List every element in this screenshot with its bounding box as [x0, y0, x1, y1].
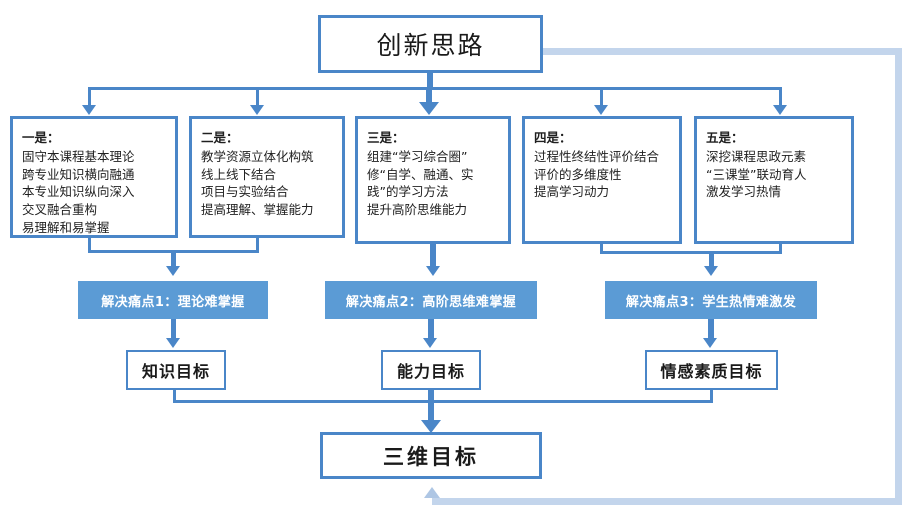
item-2-line-3: 项目与实验结合 [201, 184, 289, 200]
goal-1-stem [171, 319, 176, 341]
merge-stem-item-1 [88, 238, 91, 252]
item-1-line-4: 交叉融合重构 [22, 202, 98, 217]
page-title: 创新思路 [376, 31, 485, 60]
pain-point-3-label: 解决痛点3：学生热情难激发 [625, 294, 797, 310]
item-5-line-1: 深挖课程思政元素 [706, 148, 807, 164]
branch-arrow-4-icon [594, 105, 608, 115]
item-3-line-2: 修“自学、融通、实 [367, 166, 474, 182]
branch-arrow-1-icon [82, 105, 96, 115]
goal-box-3: 情感素质目标 [645, 350, 778, 390]
item-3-line-3: 践”的学习方法 [367, 184, 449, 200]
item-1-line-1: 固守本课程基本理论 [22, 148, 135, 164]
item-4-line-3: 提高学习动力 [534, 184, 610, 200]
item-2-line-2: 线上线下结合 [201, 166, 277, 182]
goal-box-2: 能力目标 [381, 350, 481, 390]
title-box: 创新思路 [318, 15, 543, 73]
pain-point-bar-1: 解决痛点1：理论难掌握 [78, 281, 268, 319]
item-5-line-3: 激发学习热情 [706, 184, 782, 200]
branch-arrow-2-icon [250, 105, 264, 115]
item-3-line-4: 提升高阶思维能力 [367, 202, 468, 217]
goal-box-1: 知识目标 [126, 350, 226, 390]
goal-2-arrow-icon [423, 338, 437, 348]
merge-bar-pain-3 [600, 251, 782, 254]
item-box-5: 五是： 深挖课程思政元素 “三课堂”联动育人 激发学习热情 [694, 116, 854, 244]
branch-stem-3 [426, 87, 432, 105]
pain-point-2-label: 解决痛点2：高阶思维难掌握 [345, 294, 517, 310]
item-box-1: 一是： 固守本课程基本理论 跨专业知识横向融通 本专业知识纵向深入 交叉融合重构… [10, 116, 178, 238]
item-5-heading: 五是： [706, 130, 744, 145]
goal-3-stem [708, 319, 714, 341]
item-5-line-2: “三课堂”联动育人 [706, 166, 807, 182]
item-4-line-1: 过程性终结性评价结合 [534, 148, 660, 164]
item-1-heading: 一是： [22, 130, 60, 145]
item-box-2: 二是： 教学资源立体化构筑 线上线下结合 项目与实验结合 提高理解、掌握能力 [189, 116, 345, 238]
pain-point-bar-2: 解决痛点2：高阶思维难掌握 [325, 281, 537, 319]
branch-stem-1 [88, 87, 91, 107]
item-3-line-1: 组建“学习综合圈” [367, 148, 468, 164]
distribution-bar-connector [90, 87, 782, 90]
merge-stem-item-4 [600, 244, 603, 253]
pain-1-stem [171, 250, 176, 269]
pain-3-stem [709, 251, 714, 269]
feedback-loop-right-segment [895, 48, 902, 505]
final-merge-stem-3 [710, 390, 713, 402]
item-4-line-2: 评价的多维度性 [534, 166, 622, 182]
merge-stem-item-5 [779, 244, 782, 253]
final-arrow-icon [421, 420, 441, 433]
item-3-heading: 三是： [367, 130, 405, 145]
goal-1-arrow-icon [166, 338, 180, 348]
item-2-line-1: 教学资源立体化构筑 [201, 148, 314, 164]
pain-3-arrow-icon [704, 266, 718, 276]
branch-stem-2 [256, 87, 259, 107]
goal-2-label: 能力目标 [396, 362, 465, 381]
feedback-loop-top-segment [542, 48, 902, 55]
item-4-heading: 四是： [534, 130, 572, 145]
branch-arrow-3-icon [419, 102, 439, 115]
goal-3-label: 情感素质目标 [660, 362, 763, 381]
goal-3-arrow-icon [703, 338, 717, 348]
goal-2-stem [428, 319, 434, 341]
feedback-loop-arrowhead-icon [424, 487, 440, 498]
title-stem-connector [427, 73, 433, 88]
pain-2-arrow-icon [426, 266, 440, 276]
item-2-heading: 二是： [201, 130, 239, 145]
branch-stem-5 [779, 87, 782, 107]
final-merge-stem-1 [173, 390, 176, 402]
pain-point-1-label: 解决痛点1：理论难掌握 [101, 294, 245, 310]
branch-arrow-5-icon [773, 105, 787, 115]
pain-point-bar-3: 解决痛点3：学生热情难激发 [605, 281, 817, 319]
final-goal-box: 三维目标 [320, 432, 542, 479]
item-2-line-4: 提高理解、掌握能力 [201, 202, 314, 217]
branch-stem-4 [600, 87, 603, 107]
feedback-loop-bottom-segment [432, 498, 902, 505]
item-box-4: 四是： 过程性终结性评价结合 评价的多维度性 提高学习动力 [522, 116, 682, 244]
goal-1-label: 知识目标 [141, 362, 210, 381]
item-1-line-2: 跨专业知识横向融通 [22, 166, 135, 182]
final-goal-label: 三维目标 [383, 444, 479, 469]
final-stem [428, 390, 434, 425]
merge-stem-item-2 [256, 238, 259, 252]
pain-2-stem [430, 244, 436, 268]
item-box-3: 三是： 组建“学习综合圈” 修“自学、融通、实 践”的学习方法 提升高阶思维能力 [355, 116, 511, 244]
item-1-line-3: 本专业知识纵向深入 [22, 184, 135, 200]
item-1-line-5: 易理解和易掌握 [22, 219, 110, 235]
final-merge-bar [173, 400, 713, 403]
pain-1-arrow-icon [166, 266, 180, 276]
